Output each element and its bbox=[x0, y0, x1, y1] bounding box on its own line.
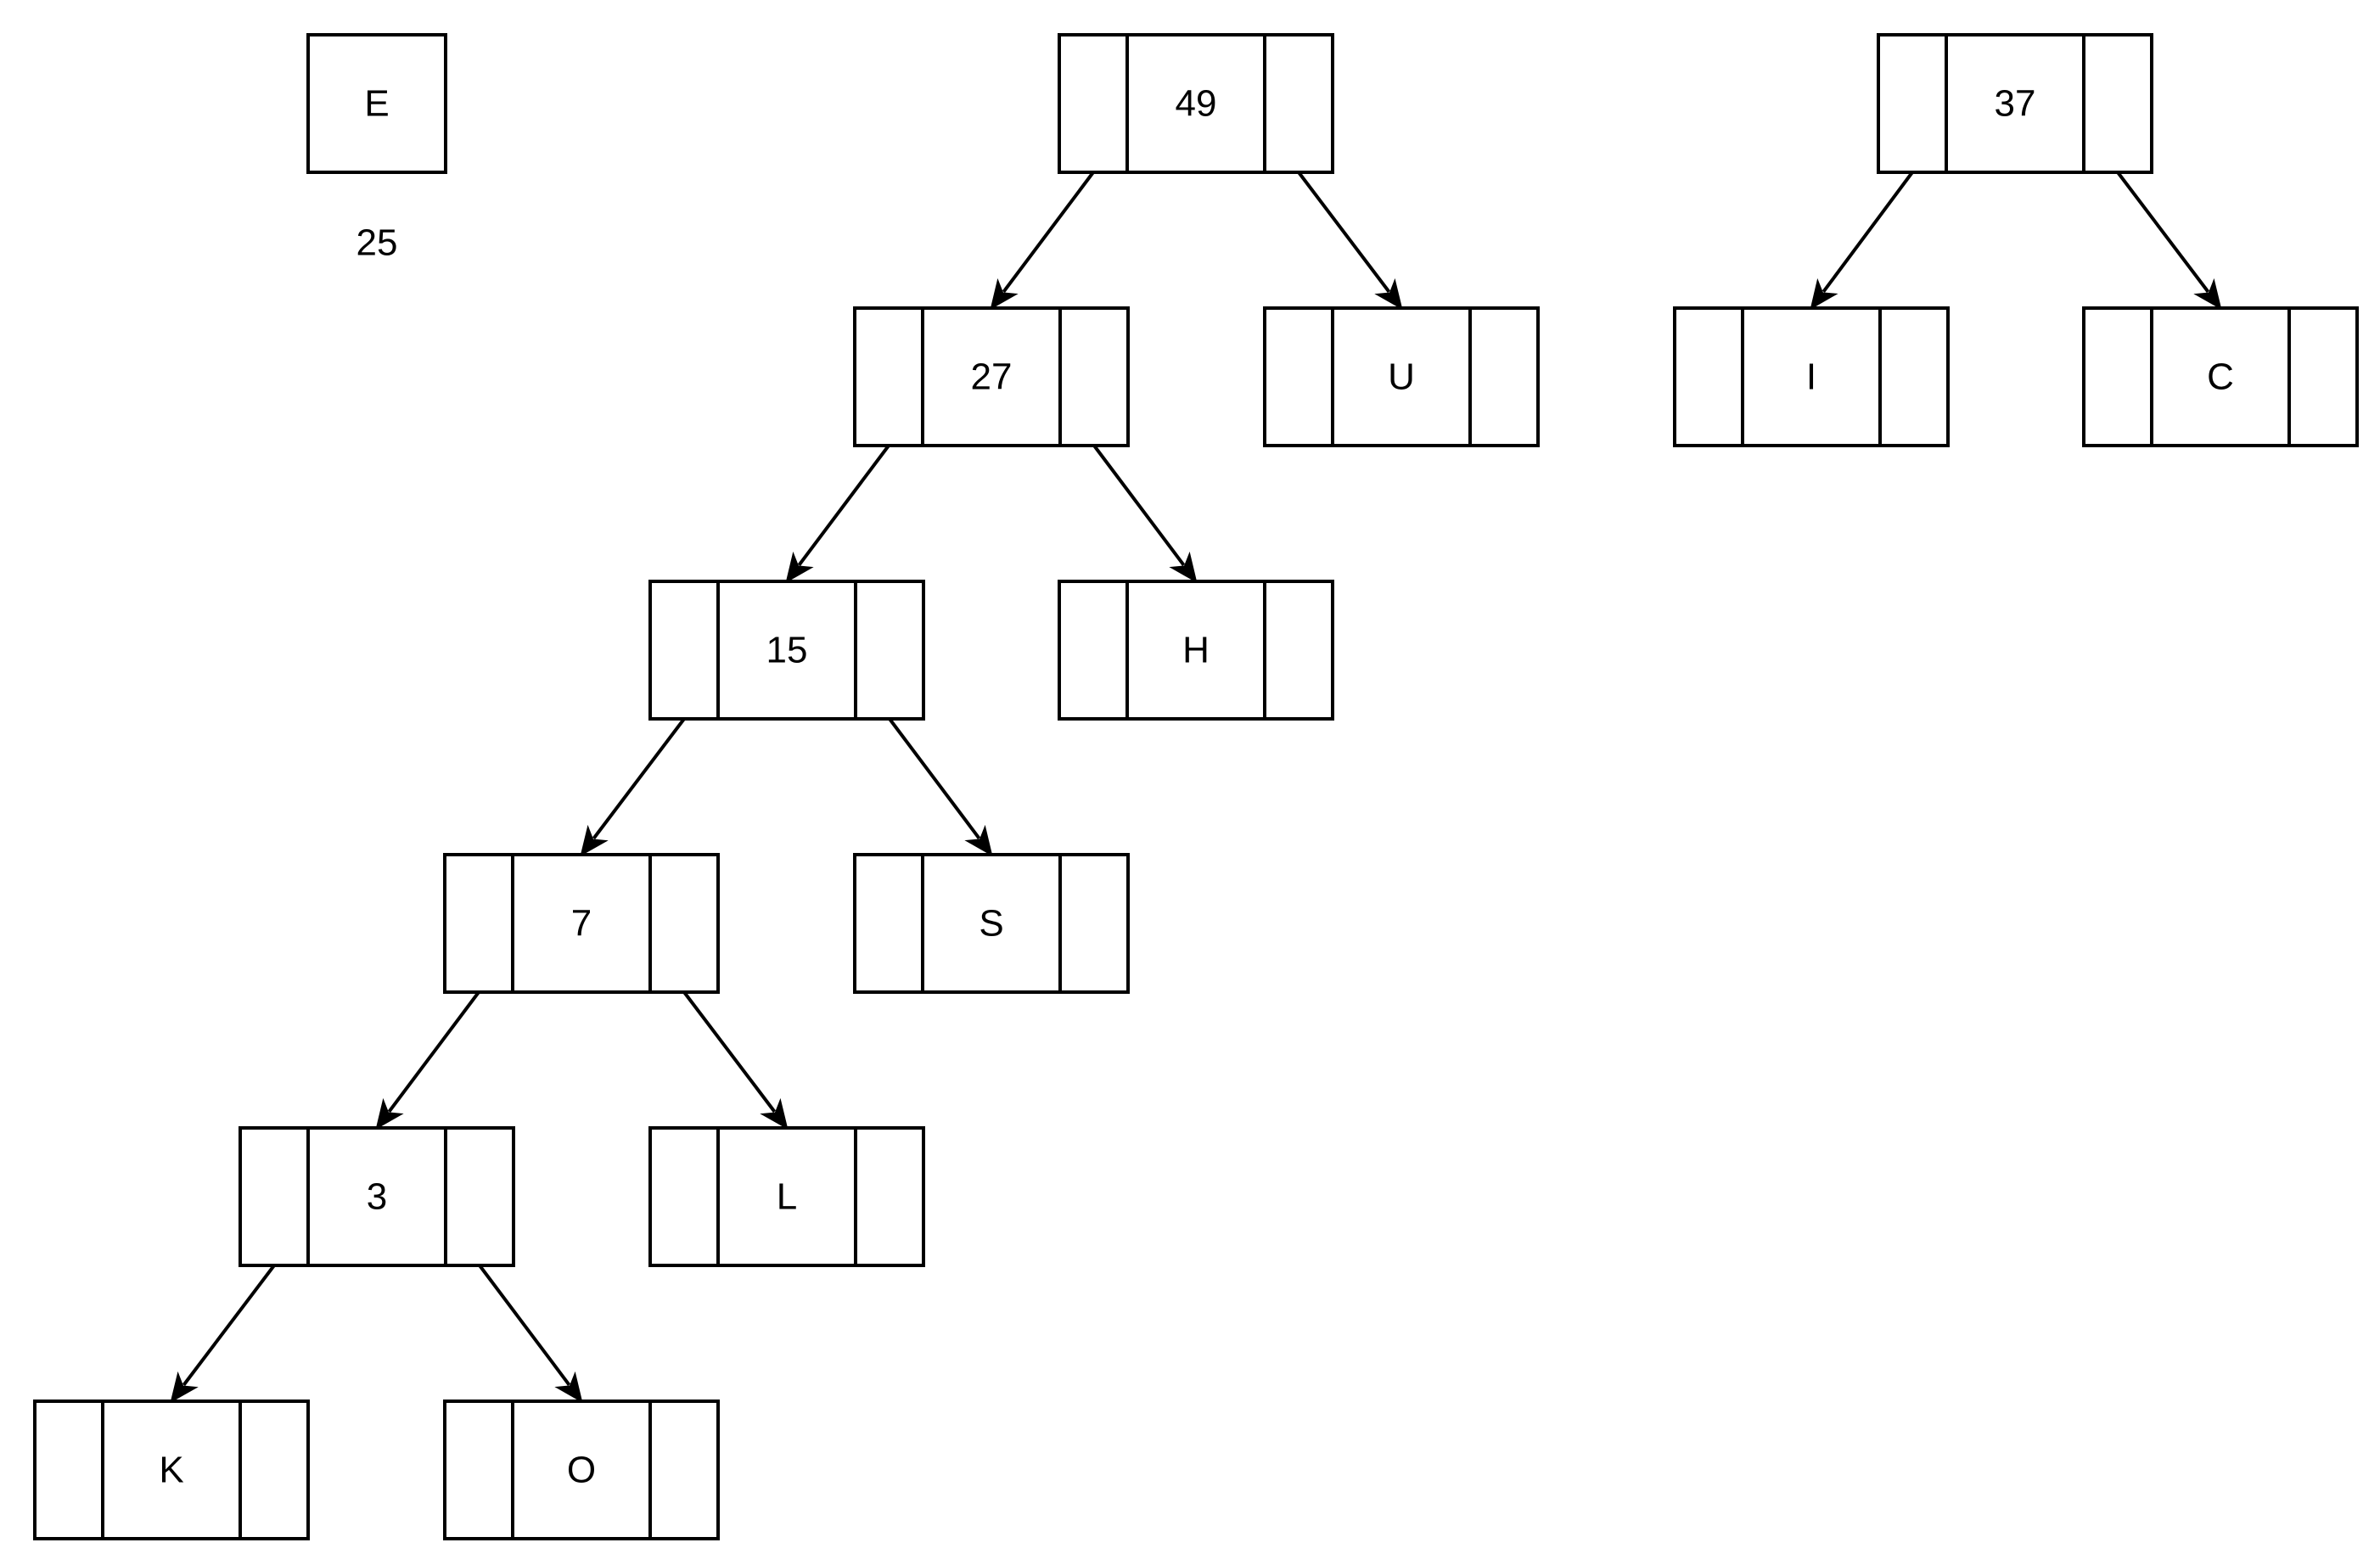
arrowhead-icon bbox=[554, 1371, 583, 1404]
tree-node-o: O bbox=[443, 1400, 720, 1540]
node-label: 27 bbox=[971, 356, 1013, 398]
arrowhead-icon bbox=[170, 1371, 199, 1404]
node-label: I bbox=[1806, 356, 1816, 398]
tree-node-k: K bbox=[33, 1400, 310, 1540]
edge-n15-to-s bbox=[888, 717, 993, 857]
tree-node-h: H bbox=[1058, 580, 1334, 721]
node-box bbox=[648, 580, 925, 721]
edge-line bbox=[182, 1264, 276, 1387]
node-box bbox=[1263, 306, 1540, 447]
tree-node-l: L bbox=[648, 1126, 925, 1267]
arrowhead-icon bbox=[580, 824, 609, 857]
tree-node-c: C bbox=[2082, 306, 2359, 447]
node-e-weight-label: 25 bbox=[356, 222, 398, 264]
arrowhead-icon bbox=[785, 551, 814, 584]
edge-n7-to-l bbox=[682, 990, 789, 1130]
node-label: U bbox=[1388, 356, 1415, 398]
edge-line bbox=[797, 444, 890, 566]
arrowhead-icon bbox=[1374, 278, 1403, 311]
node-label: H bbox=[1182, 630, 1210, 671]
edge-line bbox=[682, 990, 777, 1113]
edge-line bbox=[478, 1264, 571, 1387]
node-label: L bbox=[777, 1176, 797, 1218]
tree-node-n15: 15 bbox=[648, 580, 925, 721]
node-label: E bbox=[364, 83, 389, 125]
tree-node-s: S bbox=[853, 853, 1130, 994]
arrowhead-icon bbox=[375, 1097, 404, 1130]
node-label: C bbox=[2207, 356, 2234, 398]
tree-node-n49: 49 bbox=[1058, 33, 1334, 174]
arrowhead-icon bbox=[1169, 551, 1198, 584]
edge-n27-to-n15 bbox=[785, 444, 890, 584]
node-label: 37 bbox=[1995, 83, 2036, 125]
edge-n49-to-n27 bbox=[990, 171, 1095, 311]
node-box bbox=[443, 1400, 720, 1540]
edge-line bbox=[1002, 171, 1095, 293]
node-label: 49 bbox=[1176, 83, 1217, 125]
edges-layer bbox=[170, 171, 2222, 1404]
arrowhead-icon bbox=[760, 1097, 789, 1130]
node-box bbox=[1058, 33, 1334, 174]
edge-n37-to-i bbox=[1810, 171, 1914, 311]
tree-node-n7: 7 bbox=[443, 853, 720, 994]
edge-line bbox=[1821, 171, 1914, 293]
arrowhead-icon bbox=[2193, 278, 2222, 311]
node-box bbox=[2082, 306, 2359, 447]
edge-line bbox=[1297, 171, 1391, 294]
node-box bbox=[853, 853, 1130, 994]
tree-node-n37: 37 bbox=[1877, 33, 2153, 174]
tree-node-e: E bbox=[306, 33, 447, 174]
node-label: K bbox=[159, 1450, 183, 1491]
edge-n15-to-n7 bbox=[580, 717, 686, 857]
node-box bbox=[239, 1126, 515, 1267]
node-box bbox=[853, 306, 1130, 447]
node-box bbox=[33, 1400, 310, 1540]
edge-n37-to-c bbox=[2116, 171, 2222, 311]
node-box bbox=[1673, 306, 1950, 447]
tree-node-n27: 27 bbox=[853, 306, 1130, 447]
edge-line bbox=[1092, 444, 1186, 566]
edge-line bbox=[592, 717, 686, 840]
node-box bbox=[443, 853, 720, 994]
node-box bbox=[648, 1126, 925, 1267]
node-box bbox=[306, 33, 447, 174]
edge-line bbox=[2116, 171, 2210, 294]
arrowhead-icon bbox=[964, 824, 993, 857]
edge-line bbox=[888, 717, 981, 839]
node-label: S bbox=[979, 903, 1003, 945]
edge-n49-to-u bbox=[1297, 171, 1403, 311]
edge-n3-to-o bbox=[478, 1264, 583, 1404]
tree-node-n3: 3 bbox=[239, 1126, 515, 1267]
node-label: 15 bbox=[766, 630, 808, 671]
nodes-layer: E 49 37 27 U I C 15 H 7 S 3 L K O bbox=[33, 33, 2359, 1540]
node-label: O bbox=[567, 1450, 596, 1491]
node-box bbox=[1877, 33, 2153, 174]
node-box bbox=[1058, 580, 1334, 721]
arrowhead-icon bbox=[990, 278, 1019, 311]
edge-line bbox=[387, 990, 480, 1113]
arrowhead-icon bbox=[1810, 278, 1838, 311]
edge-n27-to-h bbox=[1092, 444, 1198, 584]
tree-node-u: U bbox=[1263, 306, 1540, 447]
annotations-layer: 25 bbox=[356, 222, 398, 264]
edge-n3-to-k bbox=[170, 1264, 276, 1404]
tree-node-i: I bbox=[1673, 306, 1950, 447]
node-label: 3 bbox=[367, 1176, 387, 1218]
edge-n7-to-n3 bbox=[375, 990, 480, 1130]
node-label: 7 bbox=[571, 903, 592, 945]
